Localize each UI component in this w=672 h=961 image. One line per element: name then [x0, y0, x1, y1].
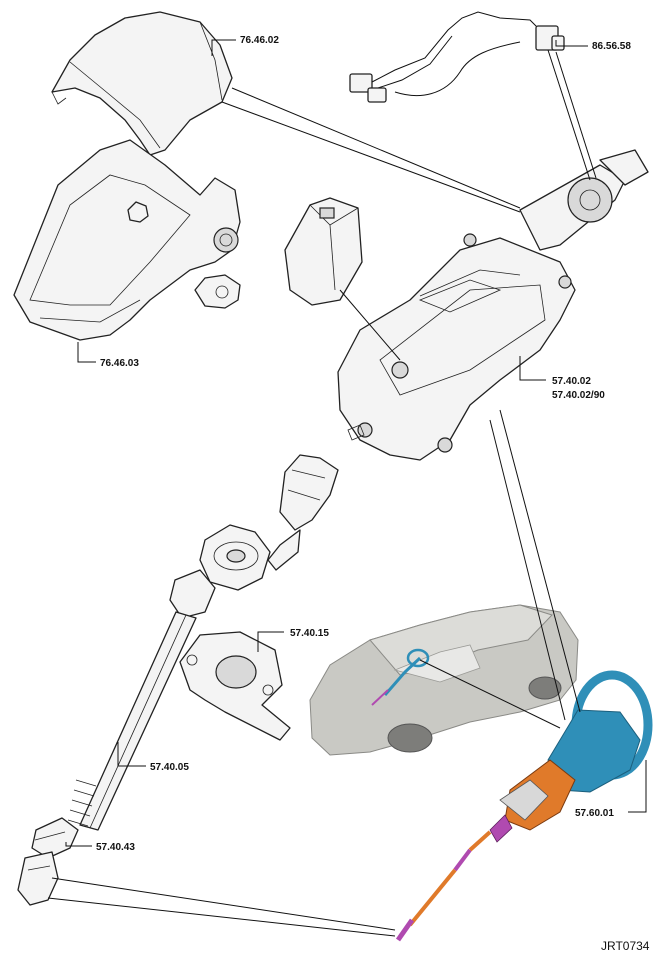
callout-column-assembly-alt: 57.40.02/90	[552, 390, 605, 401]
wiring-harness	[349, 11, 565, 103]
highlighted-steering-assembly	[395, 670, 653, 942]
lower-shaft	[67, 611, 197, 831]
callout-labels: 76.46.02 86.56.58 76.46.03 57.40.02 57.4…	[96, 35, 650, 953]
upper-shroud	[51, 11, 233, 156]
lower-shroud	[13, 139, 241, 341]
callout-lower-shaft: 57.40.05	[150, 762, 189, 773]
callout-column-assembly: 57.40.02	[552, 376, 591, 387]
callout-lower-shroud: 76.46.03	[100, 358, 139, 369]
universal-joint	[17, 817, 79, 906]
mounting-bracket	[179, 631, 291, 741]
callout-steering-wheel: 57.60.01	[575, 808, 614, 819]
car-illustration	[309, 604, 579, 756]
callout-universal-joint: 57.40.43	[96, 842, 135, 853]
intermediate-shaft	[169, 454, 339, 619]
clip-part	[194, 274, 241, 309]
figure-code: JRT0734	[601, 939, 650, 953]
leader-lines	[47, 39, 647, 937]
steering-column-assembly	[337, 149, 649, 461]
ignition-module	[284, 197, 363, 306]
callout-harness: 86.56.58	[592, 41, 631, 52]
callout-bracket: 57.40.15	[290, 628, 329, 639]
callout-upper-shroud: 76.46.02	[240, 35, 279, 46]
